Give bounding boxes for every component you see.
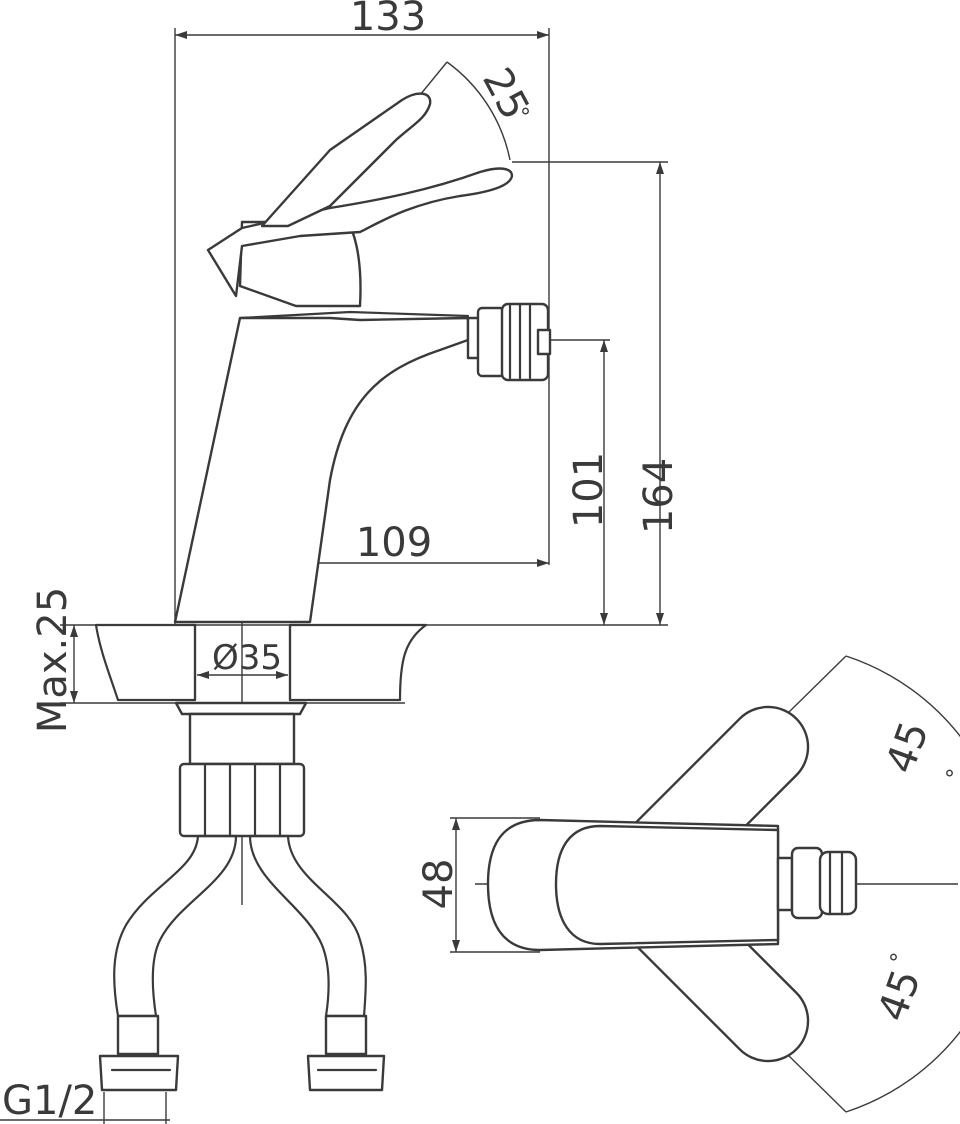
label-rotation-left-deg: °: [944, 767, 955, 792]
label-handle-angle-deg: °: [520, 105, 531, 130]
label-overall-width: 133: [350, 0, 426, 40]
mounting-shank: [174, 701, 308, 838]
dim-rotation-arc: [845, 655, 960, 1113]
counter-deck: [60, 623, 428, 704]
label-rotation-left: 45: [877, 716, 938, 780]
dim-thread: [0, 1092, 170, 1124]
side-view: [0, 28, 668, 1124]
faucet-body: [173, 316, 470, 624]
label-overall-height: 164: [636, 458, 682, 534]
label-connection-thread: G1/2: [2, 1078, 97, 1124]
nozzle-top: [776, 846, 858, 920]
label-top-width: 48: [416, 859, 462, 910]
label-spout-reach: 109: [356, 520, 432, 566]
label-rotation-right-deg: °: [888, 951, 899, 976]
dim-overall-width: [174, 28, 550, 625]
label-outlet-height: 101: [566, 452, 612, 528]
label-rotation-right: 45: [869, 964, 930, 1028]
lever-handle-raised: [260, 92, 432, 228]
outlet-nozzle: [466, 302, 552, 382]
label-max-deck-thickness: Max.25: [30, 587, 76, 733]
lever-handle: [206, 167, 514, 298]
dim-top-width: [450, 817, 540, 953]
label-mounting-hole: Ø35: [212, 638, 282, 678]
top-view: [450, 655, 960, 1113]
flex-hoses: [98, 834, 386, 1092]
